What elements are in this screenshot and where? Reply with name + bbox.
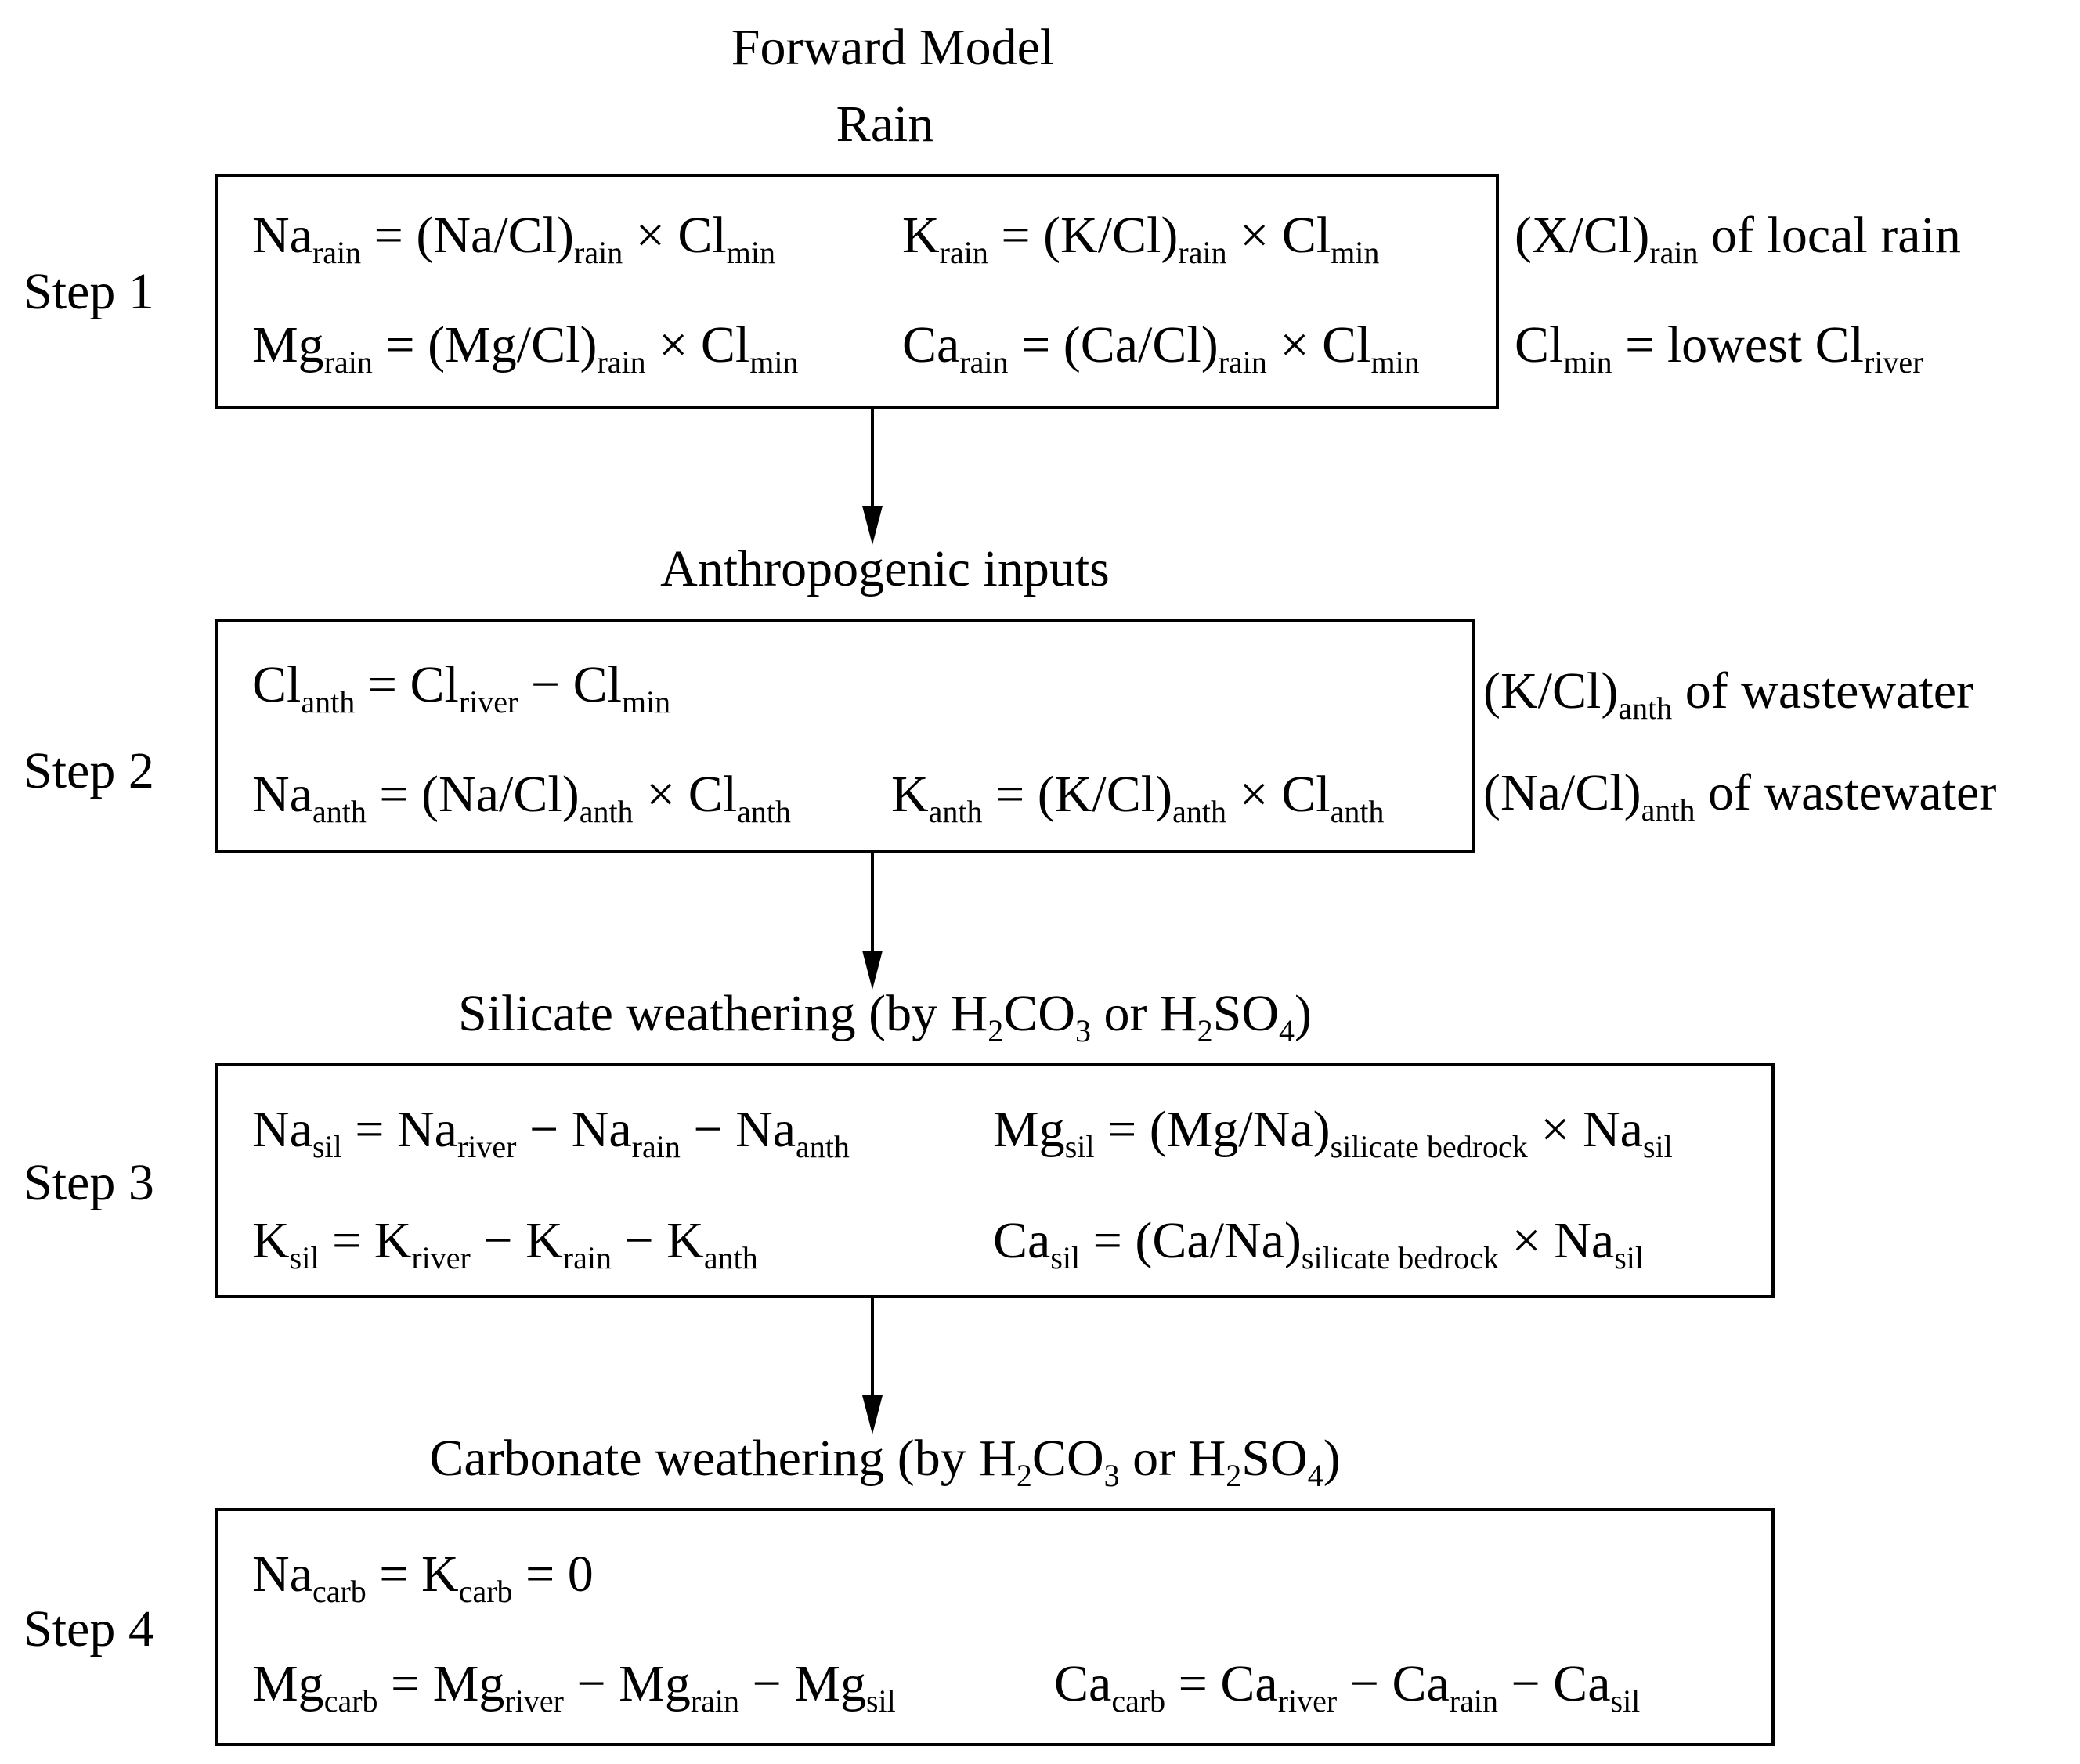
section-heading-carbonate: Carbonate weathering (by H2CO3 or H2SO4) [429, 1430, 1341, 1493]
step-2-box [215, 619, 1475, 853]
step-label-3: Step 3 [23, 1154, 154, 1211]
note-cl-min: Clmin = lowest Clriver [1515, 316, 1923, 380]
step-label-1: Step 1 [23, 263, 154, 320]
diagram-title: Forward Model [731, 19, 1055, 76]
section-heading-rain: Rain [836, 96, 934, 153]
step-3-box [215, 1063, 1775, 1298]
step-1-box [215, 174, 1499, 409]
eq-ca-sil: Casil = (Ca/Na)silicate bedrock × Nasil [993, 1212, 1645, 1275]
eq-mg-rain: Mgrain = (Mg/Cl)rain × Clmin [252, 316, 799, 380]
section-heading-silicate: Silicate weathering (by H2CO3 or H2SO4) [458, 985, 1312, 1048]
eq-mg-carb: Mgcarb = Mgriver − Mgrain − Mgsil [252, 1655, 896, 1719]
section-heading-anthropogenic: Anthropogenic inputs [660, 540, 1110, 597]
note-nacl-anth: (Na/Cl)anth of wastewater [1483, 764, 1997, 828]
eq-na-rain: Narain = (Na/Cl)rain × Clmin [252, 207, 776, 270]
eq-na-k-carb: Nacarb = Kcarb = 0 [252, 1546, 594, 1609]
eq-cl-anth: Clanth = Clriver − Clmin [252, 656, 671, 720]
step-4-box [215, 1508, 1775, 1746]
step-label-2: Step 2 [23, 742, 154, 799]
note-xcl-rain: (X/Cl)rain of local rain [1515, 207, 1961, 270]
eq-k-anth: Kanth = (K/Cl)anth × Clanth [891, 766, 1385, 829]
note-kcl-anth: (K/Cl)anth of wastewater [1483, 662, 1974, 726]
eq-na-sil: Nasil = Nariver − Narain − Naanth [252, 1101, 850, 1164]
eq-ca-carb: Cacarb = Cariver − Carain − Casil [1054, 1655, 1641, 1719]
eq-k-rain: Krain = (K/Cl)rain × Clmin [902, 207, 1380, 270]
eq-na-anth: Naanth = (Na/Cl)anth × Clanth [252, 766, 792, 829]
eq-k-sil: Ksil = Kriver − Krain − Kanth [252, 1212, 758, 1275]
eq-ca-rain: Carain = (Ca/Cl)rain × Clmin [902, 316, 1420, 380]
eq-mg-sil: Mgsil = (Mg/Na)silicate bedrock × Nasil [993, 1101, 1673, 1164]
step-label-4: Step 4 [23, 1600, 154, 1658]
